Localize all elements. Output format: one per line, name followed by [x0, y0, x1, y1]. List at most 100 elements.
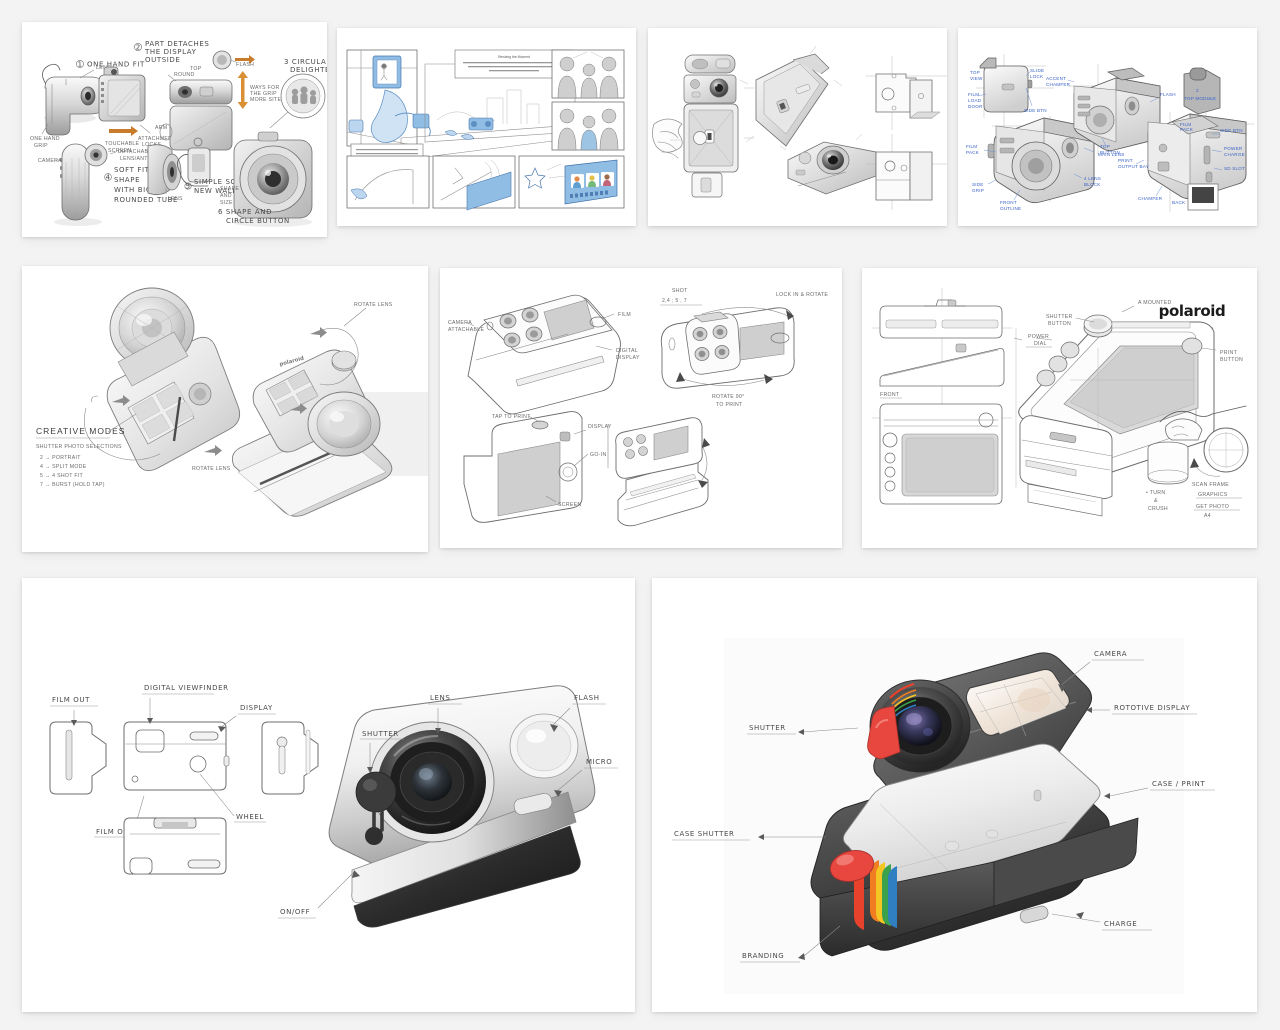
ortho-top-view [879, 299, 1003, 339]
panel-creative-modes-render[interactable]: ROTATE LENS CREATIVE MODES SHUTTER PHOTO… [22, 266, 428, 552]
sketch-camera-on-dock: polaroid ROTATE LENS [231, 302, 393, 517]
svg-text:ROTATE 90°: ROTATE 90° [712, 394, 745, 400]
svg-text:PRINT: PRINT [1220, 350, 1238, 356]
sketch-handheld-camera: LENS ONE HAND GRIP [30, 63, 111, 149]
svg-text:2 → PORTRAIT: 2 → PORTRAIT [40, 455, 81, 461]
panel-2-artwork: Reviving the Moment [337, 28, 636, 226]
storyboard-frame-bottom-3 [518, 155, 625, 209]
panel-camera-and-case-callouts[interactable]: CAMERA ROTOTIVE DISPLAY SHUTTER CASE / P… [652, 578, 1257, 1012]
panel-5-artwork: ROTATE LENS CREATIVE MODES SHUTTER PHOTO… [36, 287, 428, 517]
quad-mode-screen-2 [265, 369, 319, 417]
ortho-right-side [261, 721, 319, 795]
svg-text:SIDE: SIDE [972, 182, 984, 187]
svg-text:SHAPE: SHAPE [220, 186, 239, 192]
callout-label-lens: LENS [430, 694, 450, 702]
iso-hand-and-jar: • TURN & CRUSH SCAN FRAME GRAPHICS GET P… [1146, 405, 1249, 519]
callout-label-rototive-display: ROTOTIVE DISPLAY [1114, 704, 1190, 712]
svg-text:LENS: LENS [96, 65, 111, 71]
svg-text:VIEW: VIEW [970, 76, 983, 81]
panel-storyboard-user-journey[interactable]: Reviving the Moment [337, 28, 636, 226]
svg-text:FLASH: FLASH [1160, 92, 1176, 97]
polaroid-wordmark: polaroid [1159, 302, 1226, 320]
svg-text:BUTTON: BUTTON [1220, 357, 1243, 363]
callout-label-charge: CHARGE [1104, 920, 1137, 928]
svg-text:DISPLAY: DISPLAY [616, 355, 640, 361]
svg-text:Reviving the Moment: Reviving the Moment [498, 55, 530, 59]
svg-text:PART DETACHES: PART DETACHES [145, 40, 209, 48]
sketch-camera-base-top: CAMERA ATTACHABLE FILM DIGITAL DISPLAY [448, 294, 640, 415]
svg-text:CAMERA: CAMERA [448, 320, 472, 326]
svg-text:DISPLAY: DISPLAY [588, 424, 612, 430]
sketch-flat-unit: TOP VIEW FILM LOAD DOOR SLIDE LOCK SIDE … [968, 57, 1047, 113]
sketch-rotating-module: SHOT 2,4 ; 5 , 7 LOCK IN & ROTATE ROTATE… [660, 288, 828, 408]
ortho-film-out-side: FILM OUT [49, 696, 107, 795]
svg-text:WAYS FOR: WAYS FOR [250, 85, 280, 91]
svg-text:5 → 4 SHOT FIT: 5 → 4 SHOT FIT [40, 473, 84, 479]
svg-text:LOAD: LOAD [968, 98, 982, 103]
svg-text:PRINT: PRINT [1118, 158, 1133, 163]
panel-exploded-callout-views[interactable]: FILM OUT DIGITAL VIEWFINDER DISPLAY [22, 578, 635, 1012]
panel-quad-lens-line-art[interactable]: CAMERA ATTACHABLE FILM DIGITAL DISPLAY [440, 268, 842, 548]
svg-text:SHOT: SHOT [672, 288, 688, 294]
svg-text:ROTATE LENS: ROTATE LENS [354, 302, 393, 308]
panel-blue-annotated-cmf-views[interactable]: TOP VIEW FILM LOAD DOOR SLIDE LOCK SIDE … [958, 28, 1257, 226]
svg-text:SIZE: SIZE [220, 200, 233, 206]
sketch-lens-barrel: LENS [147, 144, 183, 202]
svg-text:PACK: PACK [966, 150, 980, 155]
svg-text:OUTSIDE: OUTSIDE [145, 56, 180, 64]
svg-text:SHAPE: SHAPE [114, 176, 140, 184]
svg-text:DOOR: DOOR [968, 104, 983, 109]
svg-text:SCREEN: SCREEN [558, 502, 581, 508]
sketch-round-lens-block: SHAPE AND SIZE 6 SHAPE AND CIRCLE BUTTON [218, 131, 313, 227]
callout-label-shutter: SHUTTER [362, 730, 399, 738]
sketch-back-view: TAP TO PRINT DISPLAY GO-IN SCREEN [463, 411, 612, 523]
svg-text:TAP TO PRINT: TAP TO PRINT [492, 414, 531, 420]
svg-text:ARM: ARM [155, 125, 167, 131]
svg-text:ROTATE LENS: ROTATE LENS [192, 466, 231, 472]
svg-text:FILM: FILM [968, 92, 979, 97]
storyboard-photo-frame-device [564, 159, 618, 205]
case-printer [810, 743, 1139, 957]
callout-label-case-shutter: CASE SHUTTER [674, 830, 735, 838]
svg-text:GO-IN: GO-IN [590, 452, 607, 458]
panel-in-hand-form-study[interactable] [648, 28, 947, 226]
svg-text:4 LENS: 4 LENS [1084, 176, 1101, 181]
svg-text:FLASH: FLASH [236, 62, 254, 68]
sketch-camera-front-three-quarter: FILM PACK SIDE GRIP MAIN LENS 4 LENS BLO… [966, 117, 1124, 211]
svg-text:PACK: PACK [1180, 127, 1194, 132]
svg-text:2: 2 [1196, 88, 1199, 93]
svg-text:3 CIRCULAR: 3 CIRCULAR [284, 58, 327, 66]
panel-one-hand-fit-ideation[interactable]: LENS ONE HAND GRIP 1 ONE HAND FIT [22, 22, 327, 237]
svg-text:TOUCHABLE: TOUCHABLE [105, 141, 140, 147]
hero-callouts: SHUTTER LENS FLASH MICRO ON/OFF [278, 694, 618, 919]
iso-print-base [1019, 415, 1113, 517]
svg-text:A4: A4 [1204, 513, 1211, 519]
panel-the-lab-station[interactable]: polaroid “THE LAB” FRONT [862, 268, 1257, 548]
svg-text:THE GRIP: THE GRIP [250, 91, 277, 97]
svg-text:LOCK: LOCK [1030, 74, 1044, 79]
callout-label-shutter-9: SHUTTER [749, 724, 786, 732]
ortho-side-view: FRONT [879, 343, 1005, 399]
svg-text:GRIP: GRIP [972, 188, 984, 193]
annotation-one-hand-fit: 1 ONE HAND FIT [76, 60, 144, 69]
svg-text:THE DISPLAY: THE DISPLAY [144, 48, 197, 56]
svg-text:GRIP: GRIP [34, 143, 48, 149]
svg-text:SD SLOT: SD SLOT [1224, 166, 1245, 171]
svg-text:AND: AND [220, 193, 232, 199]
callout-label-wheel: WHEEL [236, 813, 264, 821]
callout-label-on-off: ON/OFF [280, 908, 310, 916]
svg-text:SIDE BTN: SIDE BTN [1220, 128, 1243, 133]
sketch-orthographic-top [866, 56, 947, 130]
svg-text:BUTTON: BUTTON [1100, 150, 1120, 155]
svg-text:BUTTON: BUTTON [1048, 321, 1071, 327]
quad-mode-screen [127, 381, 195, 445]
svg-text:GRAPHICS: GRAPHICS [1198, 492, 1228, 498]
callout-label-digital-viewfinder: DIGITAL VIEWFINDER [144, 684, 229, 692]
svg-text:MORE SITE: MORE SITE [250, 97, 281, 103]
sketch-camera-middle: ACCENT CHAMFER TOP BUTTON FLASH [1046, 67, 1176, 155]
svg-text:5: 5 [186, 183, 191, 191]
svg-text:LENS/ANTENNA: LENS/ANTENNA [120, 156, 164, 162]
svg-text:ROUNDED TUBE: ROUNDED TUBE [114, 196, 178, 204]
sketch-three-quarter-camera [779, 133, 877, 195]
